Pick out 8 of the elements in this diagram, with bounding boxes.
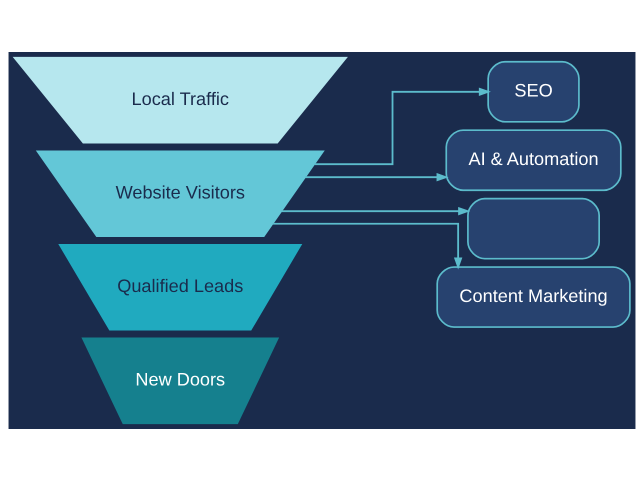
node-box: SEO bbox=[487, 60, 580, 122]
node-box: AI & Automation bbox=[445, 128, 622, 191]
arrow bbox=[305, 172, 449, 181]
node-box: Content Marketing bbox=[436, 266, 631, 328]
arrow bbox=[314, 87, 491, 165]
arrow bbox=[282, 206, 470, 215]
arrow bbox=[272, 222, 462, 270]
node-box bbox=[467, 197, 600, 259]
